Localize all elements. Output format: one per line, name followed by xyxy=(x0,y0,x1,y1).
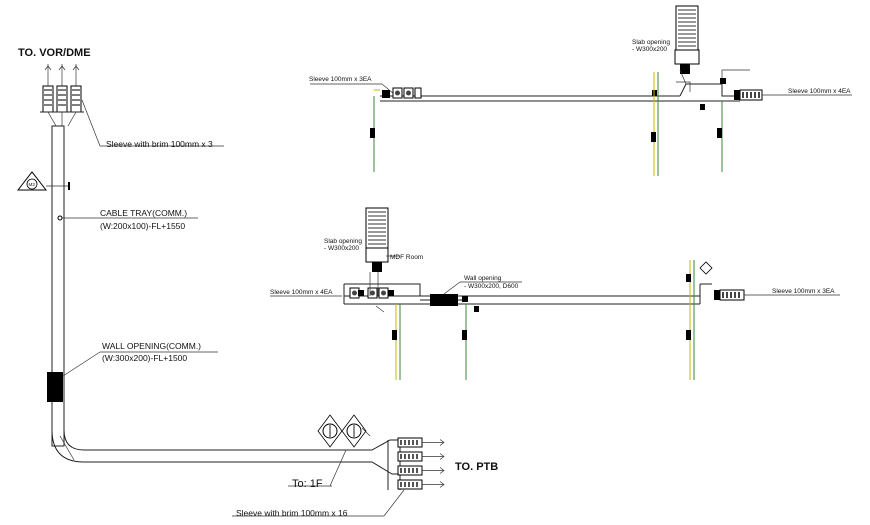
tray-elbow-inner xyxy=(63,429,330,451)
top-sleeve-left-label: Sleeve 100mm x 3EA xyxy=(309,76,372,83)
sleeve-brim-3-label: Sleeve with brim 100mm x 3 xyxy=(106,139,213,149)
sleeve-brim-16-label: Sleeve with brim 100mm x 16 xyxy=(236,508,348,518)
to-vor-dme-label: TO. VOR/DME xyxy=(18,47,91,59)
riser-up-symbols xyxy=(317,414,371,448)
level-tag: M3 xyxy=(29,182,36,187)
cable-tray-title: CABLE TRAY(COMM.) xyxy=(100,208,187,218)
wall-opening-block xyxy=(47,372,63,402)
top-plan: Slab opening - W300x200 Sleeve 100mm x 3… xyxy=(309,5,852,176)
sleeve3-leader xyxy=(81,99,101,147)
top-slab-riser xyxy=(675,5,699,51)
bottom-right-sleeves xyxy=(714,289,770,301)
top-left-sleeves xyxy=(382,87,422,99)
top-slab-opening-2: - W300x200 xyxy=(632,46,667,53)
tray-elbow-outer xyxy=(51,429,330,463)
to-1f-label: To: 1F xyxy=(292,478,323,490)
bottom-left-sleeves xyxy=(349,287,394,299)
mdf-room-label: MDF Room xyxy=(390,254,423,261)
bottom-sleeve-left-label: Sleeve 100mm x 4EA xyxy=(270,289,333,296)
bottom-slab-opening-2: - W300x200 xyxy=(324,245,359,252)
bottom-slab-opening-1: Slab opening xyxy=(324,238,362,245)
bottom-sleeve-right-label: Sleeve 100mm x 3EA xyxy=(772,288,835,295)
cable-tray-spec: (W:200x100)-FL+1550 xyxy=(100,221,185,231)
cable-tray-vertical xyxy=(51,125,65,447)
level-marker: M3 xyxy=(16,171,70,191)
bottom-wall-opening-block xyxy=(430,294,458,306)
bottom-plan: Slab opening - W300x200 MDF Room Sleeve … xyxy=(270,207,840,380)
wall-opening-title: WALL OPENING(COMM.) xyxy=(102,341,201,351)
bottom-wall-opening-1: Wall opening xyxy=(464,275,502,282)
wall-opening-spec: (W:300x200)-FL+1500 xyxy=(102,353,187,363)
top-slab-opening-1: Slab opening xyxy=(632,39,670,46)
vor-dme-arrows xyxy=(44,64,80,86)
to-ptb-label: TO. PTB xyxy=(455,461,498,473)
sleeve-group-3 xyxy=(40,85,84,127)
left-riser: TO. VOR/DME Sleeve with brim 100mm x 3 M… xyxy=(16,47,498,518)
top-sleeve-right-label: Sleeve 100mm x 4EA xyxy=(788,88,851,95)
ptb-sleeves xyxy=(397,437,445,490)
top-right-sleeves xyxy=(734,89,786,101)
bottom-wall-opening-2: - W300x200, D600 xyxy=(464,283,519,290)
